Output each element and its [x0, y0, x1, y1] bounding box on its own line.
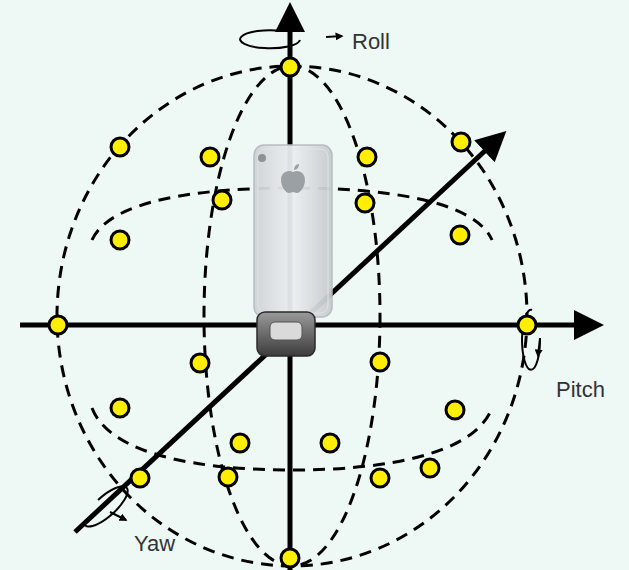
rotation-arrows: [84, 30, 540, 526]
axis-label: Yaw: [134, 532, 175, 556]
phone-illustration: [254, 145, 332, 356]
axis-label: Roll: [352, 30, 390, 54]
axis-label: Pitch: [556, 378, 605, 402]
axes: [20, 8, 598, 570]
sample-points: [49, 58, 536, 567]
